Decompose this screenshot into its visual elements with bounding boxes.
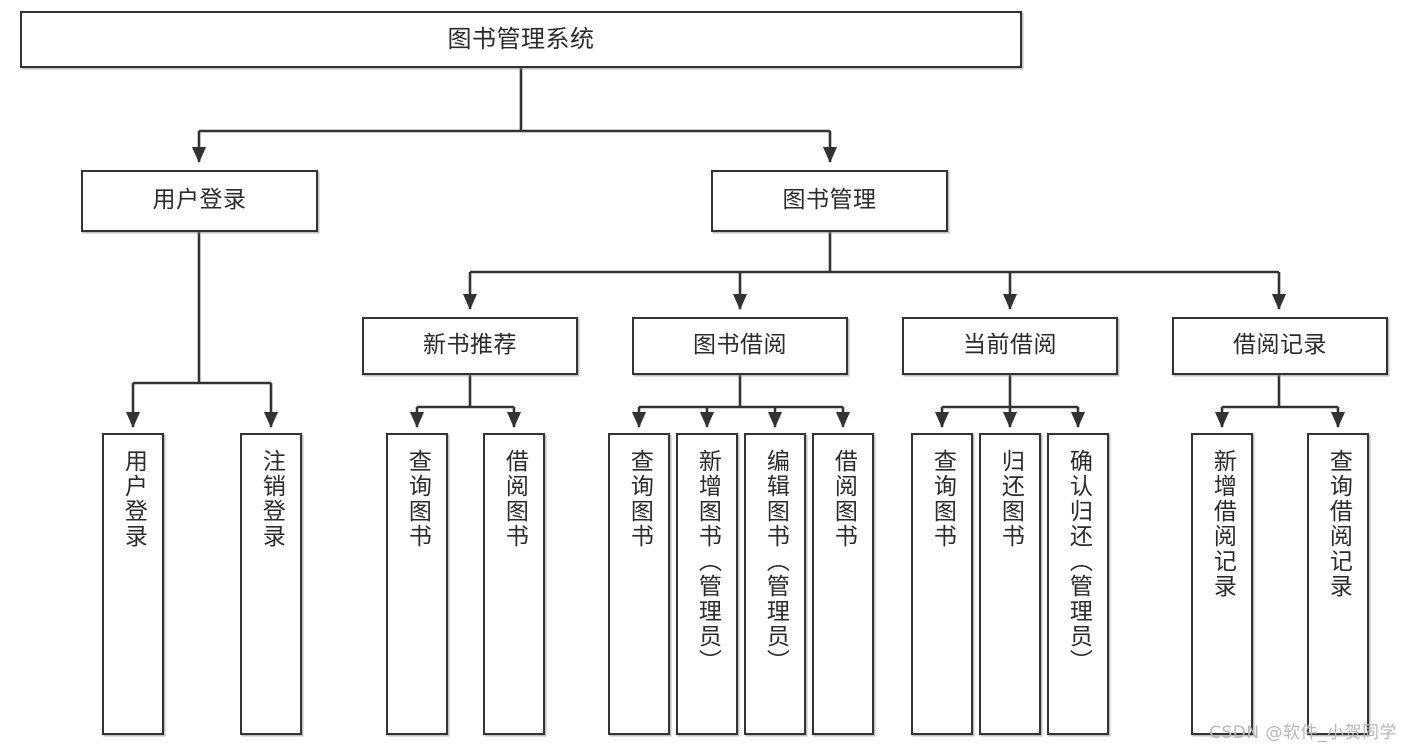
- leaf-borrow-records-1[interactable]: 新增借阅记录: [1191, 433, 1253, 735]
- leaf-new-book-1-label: 查询图书: [404, 449, 431, 549]
- node-current-borrow-label: 当前借阅: [963, 332, 1057, 359]
- leaf-book-borrow-2-label: 新增图书（管理员）: [694, 449, 721, 674]
- leaf-book-borrow-1[interactable]: 查询图书: [608, 433, 670, 735]
- leaf-current-borrow-2-label: 归还图书: [997, 449, 1024, 549]
- leaf-book-borrow-3-label: 编辑图书（管理员）: [762, 449, 789, 674]
- leaf-current-borrow-1[interactable]: 查询图书: [911, 433, 973, 735]
- leaf-borrow-records-2-label: 查询借阅记录: [1325, 449, 1352, 599]
- node-user-login[interactable]: 用户登录: [81, 170, 318, 232]
- leaf-book-borrow-4-label: 借阅图书: [830, 449, 857, 549]
- leaf-current-borrow-3[interactable]: 确认归还（管理员）: [1047, 433, 1109, 735]
- leaf-user-login-1-label: 用户登录: [120, 449, 147, 549]
- leaf-new-book-2[interactable]: 借阅图书: [483, 433, 545, 735]
- leaf-user-login-2-label: 注销登录: [258, 449, 285, 549]
- leaf-current-borrow-1-label: 查询图书: [929, 449, 956, 549]
- leaf-book-borrow-4[interactable]: 借阅图书: [812, 433, 874, 735]
- node-new-book-recommend-label: 新书推荐: [423, 332, 517, 359]
- node-book-borrow-label: 图书借阅: [693, 332, 787, 359]
- node-new-book-recommend[interactable]: 新书推荐: [362, 317, 578, 375]
- node-book-borrow[interactable]: 图书借阅: [632, 317, 848, 375]
- leaf-book-borrow-1-label: 查询图书: [626, 449, 653, 549]
- node-book-management-label: 图书管理: [782, 187, 877, 214]
- node-borrow-records[interactable]: 借阅记录: [1172, 317, 1388, 375]
- leaf-borrow-records-1-label: 新增借阅记录: [1209, 449, 1236, 599]
- leaf-book-borrow-2[interactable]: 新增图书（管理员）: [676, 433, 738, 735]
- node-borrow-records-label: 借阅记录: [1233, 332, 1327, 359]
- leaf-new-book-1[interactable]: 查询图书: [386, 433, 448, 735]
- leaf-new-book-2-label: 借阅图书: [501, 449, 528, 549]
- node-book-management[interactable]: 图书管理: [711, 170, 948, 232]
- node-root-label: 图书管理系统: [447, 25, 595, 54]
- leaf-user-login-1[interactable]: 用户登录: [102, 433, 164, 735]
- node-current-borrow[interactable]: 当前借阅: [902, 317, 1118, 375]
- leaf-borrow-records-2[interactable]: 查询借阅记录: [1307, 433, 1369, 735]
- leaf-current-borrow-3-label: 确认归还（管理员）: [1065, 449, 1092, 674]
- leaf-book-borrow-3[interactable]: 编辑图书（管理员）: [744, 433, 806, 735]
- leaf-current-borrow-2[interactable]: 归还图书: [979, 433, 1041, 735]
- node-user-login-label: 用户登录: [152, 187, 247, 214]
- csdn-watermark: CSDN @软件_小贺同学: [1209, 723, 1397, 743]
- leaf-user-login-2[interactable]: 注销登录: [240, 433, 302, 735]
- node-root[interactable]: 图书管理系统: [20, 11, 1022, 68]
